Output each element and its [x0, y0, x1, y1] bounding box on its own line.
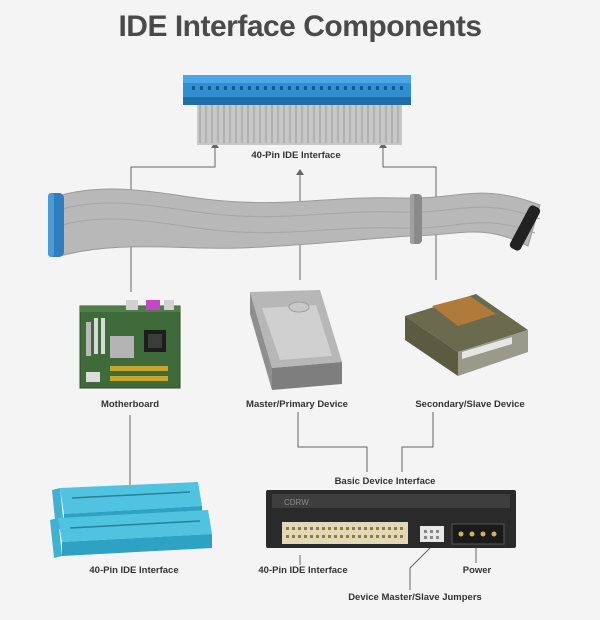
leader-line-master-basic [298, 412, 367, 472]
label-slave-device: Secondary/Slave Device [415, 399, 524, 410]
label-basic-device-interface: Basic Device Interface [335, 476, 436, 487]
drive-back-panel-icon: CDRW [266, 490, 516, 548]
leader-line-slave-basic [402, 412, 433, 472]
label-ide-connector-bottom: 40-Pin IDE Interface [89, 565, 178, 576]
label-ide-connector-top: 40-Pin IDE Interface [251, 150, 340, 161]
optical-drive-icon [405, 294, 528, 376]
jumper-block-icon [420, 526, 444, 542]
label-motherboard: Motherboard [101, 399, 159, 410]
label-power: Power [463, 565, 492, 576]
label-ide-connector-drive: 40-Pin IDE Interface [258, 565, 347, 576]
motherboard-icon [80, 300, 180, 388]
ide-connector-bottom-icon [50, 482, 212, 558]
hard-drive-icon [250, 290, 342, 390]
drive-model-text: CDRW [284, 498, 309, 507]
ide-connector-top-icon [183, 75, 411, 145]
label-master-device: Master/Primary Device [246, 399, 348, 410]
label-jumpers: Device Master/Slave Jumpers [348, 592, 482, 603]
ribbon-cable-icon [48, 189, 542, 257]
leader-line-jumpers [410, 546, 432, 590]
